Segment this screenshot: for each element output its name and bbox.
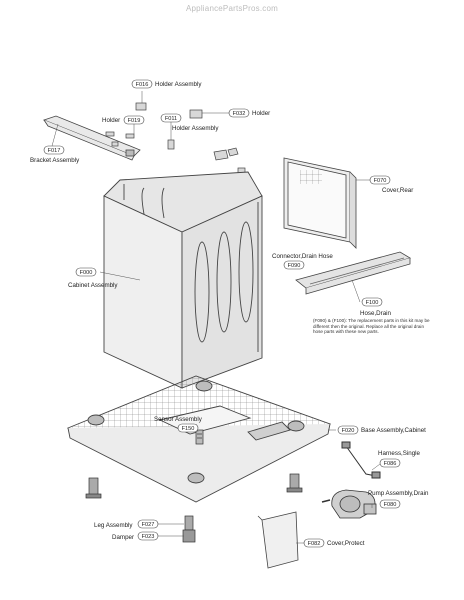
label-holder-assembly-f016: Holder Assembly — [155, 81, 202, 88]
label-connector-drain-hose: Connector,Drain Hose — [272, 253, 333, 260]
label-cover-rear: Cover,Rear — [382, 187, 413, 194]
sensor-part — [195, 429, 204, 445]
label-damper: Damper — [112, 534, 134, 541]
code-f150: F150 — [182, 426, 195, 432]
code-box-f090 — [283, 260, 305, 270]
code-f082: F082 — [308, 541, 321, 547]
drain-pump — [321, 489, 377, 519]
code-f027: F027 — [142, 522, 155, 528]
code-box-f019 — [123, 115, 145, 125]
code-f020: F020 — [342, 428, 355, 434]
protect-cover — [257, 511, 299, 569]
code-box-f017 — [43, 145, 65, 155]
code-box-f150 — [177, 423, 199, 433]
code-box-f023 — [137, 531, 159, 541]
label-harness-single: Harness,Single — [378, 450, 421, 457]
drain-hose — [295, 251, 411, 295]
code-box-f070 — [369, 175, 391, 185]
code-f000: F000 — [80, 270, 93, 276]
label-holder-f019: Holder — [102, 117, 120, 124]
code-box-f011 — [160, 113, 182, 123]
code-box-f086 — [379, 458, 401, 468]
label-holder-assembly-f011: Holder Assembly — [172, 125, 219, 132]
replacement-note: (F090) & (F100): The replacement parts i… — [313, 318, 430, 335]
code-f086: F086 — [384, 461, 397, 467]
code-box-f032 — [228, 108, 250, 118]
label-sensor-assembly: Sensor Assembly — [154, 416, 203, 423]
label-cabinet-assembly: Cabinet Assembly — [68, 282, 118, 289]
label-cover-protect: Cover,Protect — [327, 540, 365, 547]
label-bracket-assembly: Bracket Assembly — [30, 157, 80, 164]
watermark: AppliancePartsPros.com — [186, 4, 278, 13]
code-f019: F019 — [128, 118, 141, 124]
code-box-f080 — [379, 499, 401, 509]
code-f032: F032 — [233, 111, 246, 117]
code-f070: F070 — [374, 178, 387, 184]
label-pump-assembly-drain: Pump Assembly,Drain — [368, 490, 429, 497]
label-hose-drain: Hose,Drain — [360, 310, 392, 317]
code-f017: F017 — [48, 148, 61, 154]
code-f016: F016 — [136, 82, 149, 88]
code-box-f020 — [337, 425, 359, 435]
label-leg-assembly: Leg Assembly — [94, 522, 133, 529]
rear-cover — [283, 157, 357, 249]
leg-parts — [85, 473, 303, 543]
code-f023: F023 — [142, 534, 155, 540]
code-box-f000 — [75, 267, 97, 277]
code-f011: F011 — [165, 116, 177, 122]
code-f080: F080 — [384, 502, 397, 508]
code-box-f016 — [131, 79, 153, 89]
callout-labels: F016 Holder Assembly F032 Holder Holder … — [30, 79, 429, 548]
harness-part — [341, 441, 381, 479]
label-holder-f032: Holder — [252, 110, 270, 117]
code-box-f082 — [303, 538, 325, 548]
label-base-assembly-cabinet: Base Assembly,Cabinet — [361, 427, 426, 434]
cabinet-assembly — [103, 171, 263, 389]
code-f090: F090 — [288, 263, 301, 269]
code-box-f100 — [361, 297, 383, 307]
code-box-f027 — [137, 519, 159, 529]
code-f100: F100 — [366, 300, 379, 306]
